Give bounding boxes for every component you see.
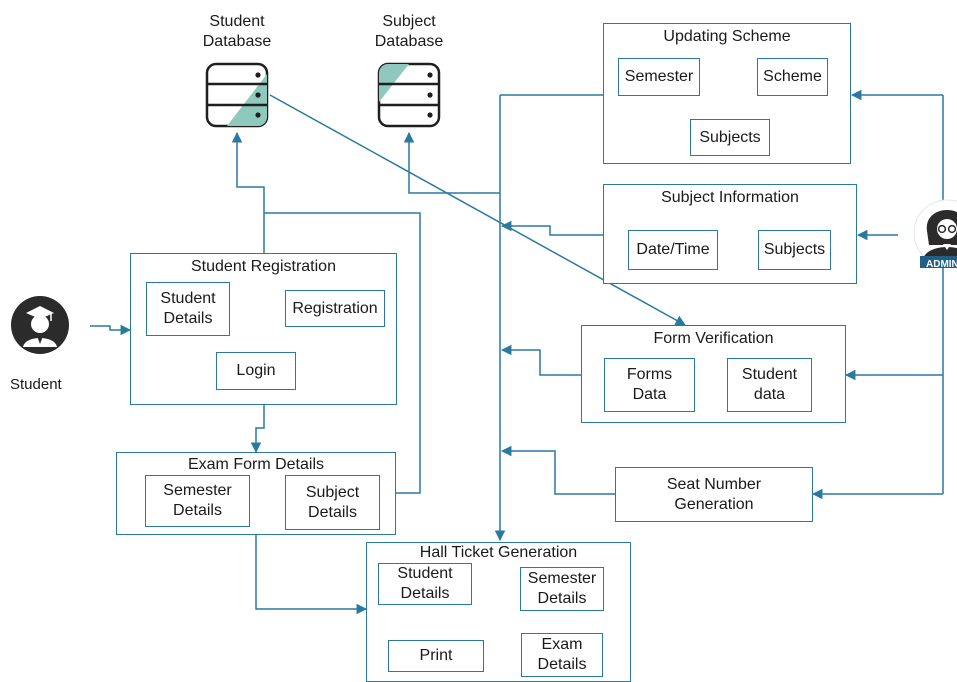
registration-registration: Registration — [285, 290, 385, 327]
connector-subject-info-to-bus — [500, 220, 603, 236]
hall-ticket-generation-title: Hall Ticket Generation — [419, 544, 578, 561]
exam-form-details-title: Exam Form Details — [187, 456, 325, 473]
student-actor-label: Student — [10, 376, 62, 393]
seat-number-generation-box: Seat Number Generation — [615, 467, 813, 522]
updating-scheme-subjects: Subjects — [690, 119, 770, 156]
hall-ticket-student-details: Student Details — [378, 563, 472, 605]
hall-ticket-exam-details: Exam Details — [521, 633, 603, 677]
hall-ticket-semester-details: Semester Details — [520, 567, 604, 611]
connector-student-db-to-form-verification — [269, 94, 686, 326]
exam-form-subject-details: Subject Details — [285, 475, 380, 530]
connector-exam-form-to-hall-ticket — [255, 535, 368, 615]
admin-avatar-icon — [913, 199, 957, 268]
student-database-icon — [205, 62, 269, 128]
connector-exam-form-to-registration — [264, 212, 421, 494]
form-verification-forms-data: Forms Data — [604, 358, 695, 412]
updating-scheme-semester: Semester — [618, 58, 700, 96]
admin-actor-label: ADMIN — [926, 259, 957, 270]
subject-information-title: Subject Information — [661, 189, 799, 206]
updating-scheme-title: Updating Scheme — [663, 28, 791, 45]
student-avatar-icon — [11, 296, 69, 354]
connector-student-to-registration — [90, 324, 132, 336]
connector-form-verification-to-bus — [500, 344, 581, 376]
exam-form-semester-details: Semester Details — [145, 475, 250, 527]
connector-registration-to-exam-form — [250, 405, 265, 454]
registration-student-details: Student Details — [146, 282, 230, 336]
subject-info-datetime: Date/Time — [628, 230, 718, 270]
subject-database-icon — [377, 62, 441, 128]
connector-bus-to-subject-db — [403, 131, 500, 194]
form-verification-student-data: Student data — [727, 358, 812, 412]
registration-login: Login — [216, 352, 296, 390]
student-registration-title: Student Registration — [191, 258, 336, 275]
updating-scheme-scheme: Scheme — [757, 58, 828, 96]
connector-registration-to-student-db — [231, 131, 265, 253]
hall-ticket-print: Print — [388, 640, 484, 672]
subject-info-subjects: Subjects — [758, 230, 831, 270]
subject-database-label: Subject Database — [374, 13, 444, 50]
student-database-label: Student Database — [202, 13, 272, 50]
form-verification-title: Form Verification — [653, 330, 774, 347]
connector-seat-number-to-bus — [500, 445, 615, 495]
